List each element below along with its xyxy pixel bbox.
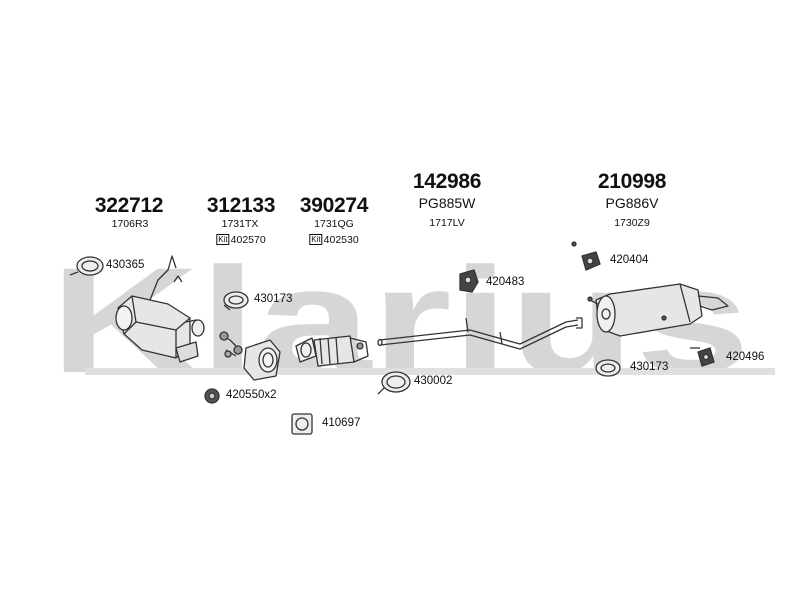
- oe-code-PG886V: PG886V: [605, 195, 659, 211]
- clamp-430365-icon: [69, 256, 104, 276]
- flex-pipe-312133-icon: [243, 339, 281, 381]
- assembly-number-142986: 142986: [412, 170, 482, 193]
- front-section-322712-icon: [115, 255, 205, 363]
- assembly-code-1706R3: 1706R3: [111, 218, 149, 230]
- fitting-label-420496: 420496: [726, 351, 765, 363]
- oe-code-PG885W: PG885W: [418, 195, 476, 211]
- fitting-label-420550x2: 420550x2: [226, 389, 277, 401]
- kit-badge: Kit: [216, 234, 230, 245]
- clamp-430002-icon: [377, 371, 411, 395]
- assembly-number-322712: 322712: [94, 194, 164, 217]
- clamp-430173-icon: [223, 291, 249, 311]
- assembly-code-1717LV: 1717LV: [429, 217, 465, 229]
- bolts-icon: [219, 331, 243, 358]
- kit-number: 402530: [323, 234, 359, 246]
- rear-silencer-210998-icon: [587, 283, 729, 337]
- assembly-number-210998: 210998: [597, 170, 667, 193]
- fitting-label-430002: 430002: [414, 375, 453, 387]
- assembly-number-390274: 390274: [299, 194, 369, 217]
- assembly-code-1730Z9: 1730Z9: [614, 217, 650, 229]
- rubber-mount-420404-icon: [571, 241, 601, 271]
- fitting-label-420404: 420404: [610, 254, 649, 266]
- fitting-label-430173-rear: 430173: [630, 361, 669, 373]
- gasket-410697-icon: [291, 413, 313, 435]
- catalyst-390274-icon: [295, 335, 369, 367]
- fitting-label-420483: 420483: [486, 276, 525, 288]
- clamp-430173-rear-icon: [595, 359, 621, 377]
- rubber-mount-420496-icon: [690, 347, 715, 367]
- fitting-label-430365: 430365: [106, 259, 145, 271]
- assembly-code-1731TX: 1731TX: [221, 218, 259, 230]
- rubber-mount-420550-icon: [204, 388, 220, 404]
- assembly-code-1731QG: 1731QG: [314, 218, 354, 230]
- kit-badge: Kit: [309, 234, 323, 245]
- middle-pipe-142986-icon: [377, 317, 583, 350]
- fitting-label-410697: 410697: [322, 417, 361, 429]
- assembly-number-312133: 312133: [206, 194, 276, 217]
- kit-number: 402570: [230, 234, 266, 246]
- rubber-mount-420483-icon: [459, 269, 479, 293]
- fitting-label-430173: 430173: [254, 293, 293, 305]
